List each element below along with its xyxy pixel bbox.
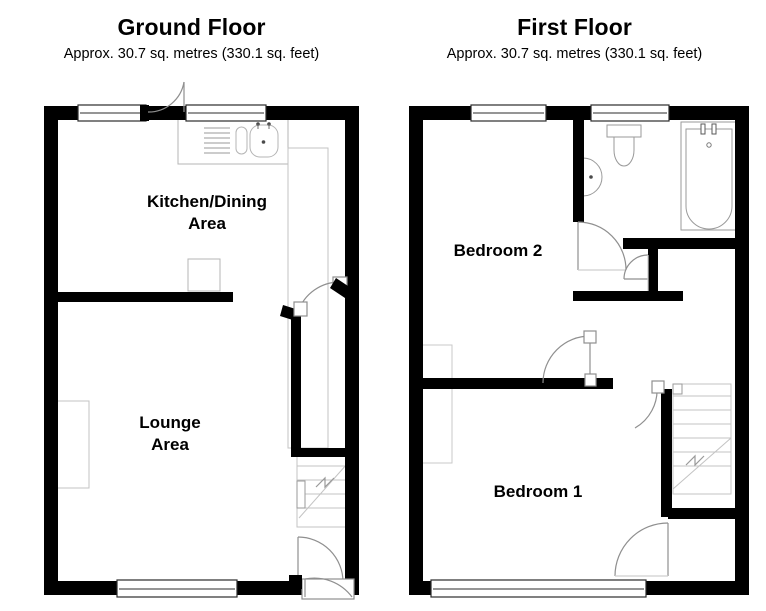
- wall-right: [345, 106, 359, 595]
- room-label-kitchen-line1: Kitchen/Dining: [147, 192, 267, 211]
- ground-floor-subtitle: Approx. 30.7 sq. metres (330.1 sq. feet): [63, 46, 320, 62]
- room-label-lounge-line2: Area: [151, 435, 189, 454]
- first-floor-subtitle: Approx. 30.7 sq. metres (330.1 sq. feet): [446, 46, 703, 62]
- room-label-bedroom2: Bedroom 2: [454, 241, 543, 260]
- wall-cupboard-vertical: [648, 249, 658, 291]
- wall-landing-vertical: [661, 389, 672, 517]
- hall-lower-door: [297, 536, 344, 583]
- kitchen-half-bowl-icon: [235, 126, 248, 155]
- first-floor-fixtures: [419, 121, 738, 495]
- wall-left: [44, 106, 58, 595]
- wall-hall-stub: [291, 448, 355, 457]
- ground-floor-title: Ground Floor: [117, 14, 266, 40]
- room-label-bedroom1: Bedroom 1: [494, 482, 583, 501]
- ground-floor-fixtures: [55, 118, 356, 528]
- chimney-breast-left: [419, 344, 453, 464]
- ground-floor-windows: [77, 104, 267, 598]
- bedroom2-door: [542, 330, 597, 387]
- wall-bathroom-horizontal: [623, 238, 749, 249]
- wall-bathroom-vertical: [573, 106, 584, 222]
- wall-internal-lounge-divider: [58, 292, 233, 302]
- window-bottom-bedroom1: [430, 579, 647, 598]
- bedroom1-door: [614, 522, 669, 577]
- internal-door-hall: [280, 276, 354, 322]
- wall-hall-vertical: [291, 310, 301, 455]
- room-label-lounge-line1: Lounge: [139, 413, 200, 432]
- first-floor-title: First Floor: [517, 14, 632, 40]
- rear-door-bottom-right: [289, 575, 355, 600]
- wall-cupboard-horizontal: [573, 291, 683, 301]
- chimney-breast-left: [55, 400, 90, 489]
- wall-left: [409, 106, 423, 595]
- wall-bedroom2-horizontal: [423, 378, 613, 389]
- first-floor-drawing: Bedroom 2 Bedroom 1: [409, 104, 749, 598]
- first-floor-panel: First Floor Approx. 30.7 sq. metres (330…: [383, 0, 766, 611]
- window-bottom: [116, 579, 238, 598]
- window-top-bathroom: [590, 104, 670, 122]
- kitchen-drainer-icon: [204, 127, 230, 154]
- landing-door: [634, 380, 665, 429]
- room-label-kitchen-line2: Area: [188, 214, 226, 233]
- window-top-bedroom2: [470, 104, 547, 122]
- ground-floor-drawing: Kitchen/Dining Area Lounge Area: [44, 81, 359, 600]
- wall-bedroom1-horizontal: [668, 508, 749, 519]
- ground-floor-doors: [147, 81, 355, 600]
- airing-cupboard-door: [623, 254, 649, 291]
- first-floor-windows: [430, 104, 670, 598]
- bathroom-door: [577, 221, 627, 271]
- staircase-down: [672, 383, 732, 495]
- ground-floor-panel: Ground Floor Approx. 30.7 sq. metres (33…: [44, 14, 359, 600]
- window-top-kitchen: [185, 104, 267, 122]
- wc-toilet-icon: [606, 124, 642, 167]
- wall-right: [735, 106, 749, 595]
- first-floor-doors: [542, 221, 669, 577]
- kitchen-unit: [187, 258, 221, 292]
- window-top-left: [77, 104, 149, 122]
- bath-tub-icon: [680, 121, 738, 231]
- front-door-top: [147, 81, 185, 113]
